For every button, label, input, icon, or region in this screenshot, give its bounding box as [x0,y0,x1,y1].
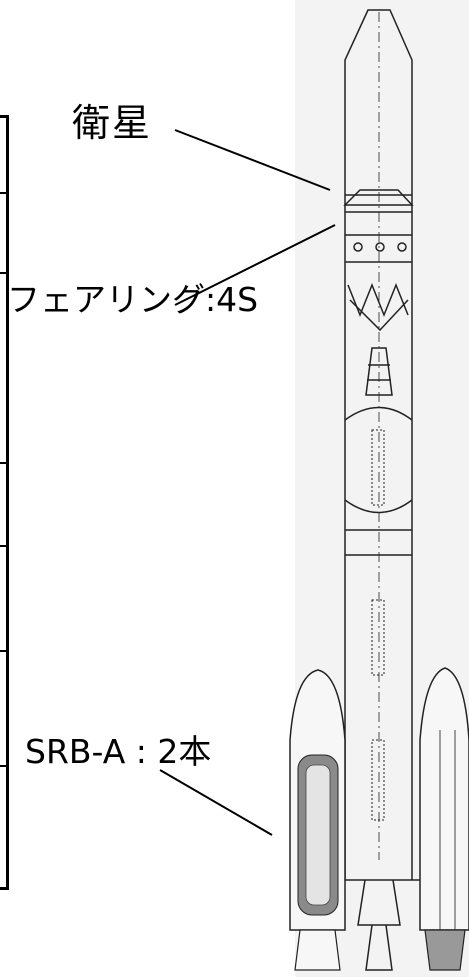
frame-tick [0,462,9,464]
srb-right [419,667,469,971]
frame-tick [0,765,9,767]
frame-tick [0,650,9,652]
frame-tick [0,545,9,547]
frame-tick [0,272,9,274]
fairing-label: フェアリング:4S [7,280,259,319]
left-frame [0,115,9,890]
srb-leader-line [159,769,273,836]
core-stage [343,9,430,971]
satellite-leader-line [174,129,331,191]
frame-tick [0,192,9,194]
satellite-label: 衛星 [72,101,153,145]
srb-left [289,669,346,971]
fairing-leader-line [174,224,336,306]
srb-label: SRB-A : 2本 [25,732,212,771]
